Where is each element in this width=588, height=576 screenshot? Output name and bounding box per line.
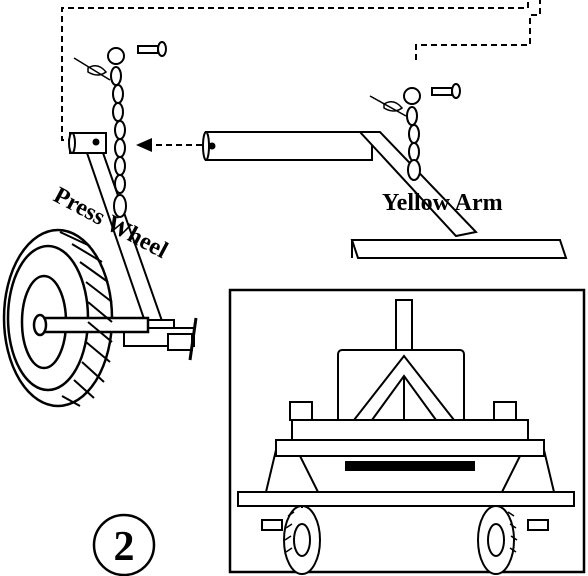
step-number-badge: 2 <box>92 513 156 576</box>
press-wheel-pin <box>73 57 111 81</box>
arrow-head <box>136 138 152 152</box>
yellow-arm-pin <box>369 95 407 117</box>
press-wheel-bolt <box>137 41 167 57</box>
press-wheel-frame <box>68 132 198 361</box>
inset-machine <box>237 299 575 531</box>
inset-tread-marks <box>284 511 518 553</box>
press-wheel-chain <box>107 47 127 218</box>
dashed-routing-lines <box>61 0 541 146</box>
yellow-arm <box>202 131 568 259</box>
tire-tread <box>59 231 113 407</box>
inset-right-wheel <box>477 505 515 575</box>
label-yellow-arm: Yellow Arm <box>382 190 503 216</box>
yellow-arm-chain <box>403 87 421 181</box>
yellow-arm-bolt <box>431 83 461 99</box>
step-number: 2 <box>114 524 135 570</box>
inset-left-wheel <box>283 505 321 575</box>
